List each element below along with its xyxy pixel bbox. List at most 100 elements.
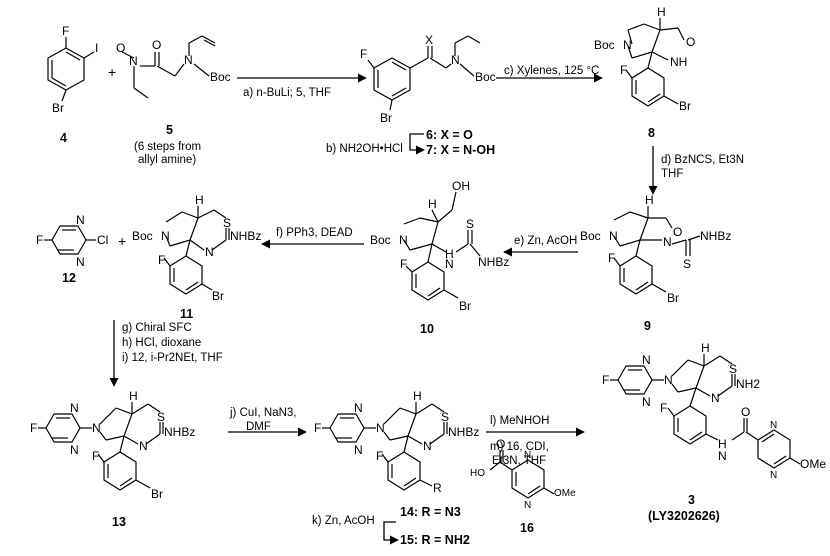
atom-o: O: [496, 437, 505, 451]
atom-n: N: [770, 420, 777, 431]
compound-14-15: F N N N H S N NHBz F R: [314, 389, 479, 495]
compound-4-label: 4: [60, 131, 67, 145]
atom-n: N: [623, 38, 632, 52]
atom-i: I: [95, 41, 98, 55]
compound-3: F N N N H S N NH2 F H N O N N OMe: [602, 341, 826, 481]
atom-nh: H: [445, 247, 454, 261]
compound-13-label: 13: [112, 515, 126, 529]
compound-5: N O O N Boc: [116, 35, 231, 99]
reagent-f: f) PPh3, DEAD: [276, 227, 353, 239]
atom-f: F: [400, 257, 407, 271]
atom-s: S: [729, 362, 737, 376]
atom-f: F: [92, 449, 99, 463]
reagent-b: b) NH2OH•HCl: [326, 143, 403, 155]
atom-o: O: [741, 405, 750, 419]
atom-n: N: [129, 54, 138, 68]
atom-h: H: [657, 5, 666, 19]
reagent-i: i) 12, i-Pr2NEt, THF: [122, 352, 223, 364]
atom-n: N: [70, 443, 79, 457]
atom-br: Br: [667, 291, 679, 305]
atom-n: N: [711, 391, 720, 405]
reagent-m-line1: m) 16, CDI,: [490, 441, 549, 453]
atom-s: S: [223, 216, 231, 230]
atom-o: O: [152, 38, 161, 52]
atom-n: N: [609, 229, 618, 243]
atom-n: N: [376, 421, 385, 435]
compound-14-label: 14: R = N3: [400, 505, 461, 519]
atom-ome: OMe: [554, 488, 576, 499]
atom-f: F: [660, 401, 667, 415]
atom-h: H: [428, 197, 437, 211]
atom-n: N: [770, 470, 777, 481]
compound-13: F N N N H S N NHBz F Br: [30, 389, 195, 501]
atom-boc: Boc: [580, 229, 601, 243]
atom-boc: Boc: [370, 233, 391, 247]
atom-nh: NH: [670, 55, 687, 69]
atom-n: N: [642, 395, 651, 409]
atom-nh: H: [718, 437, 727, 451]
reagent-j-line2: DMF: [246, 421, 271, 433]
compound-16: O HO N N OMe: [470, 437, 576, 511]
reagent-c: c) Xylenes, 125 °C: [504, 65, 599, 77]
compound-10-label: 10: [420, 322, 434, 336]
atom-h: H: [413, 389, 422, 403]
atom-ome: OMe: [800, 457, 826, 471]
atom-n: N: [663, 235, 672, 249]
reagent-l: l) MeNHOH: [490, 415, 549, 427]
atom-boc: Boc: [594, 38, 615, 52]
atom-br: Br: [380, 111, 392, 125]
atom-o: O: [116, 41, 125, 55]
atom-n: N: [139, 439, 148, 453]
compound-5-note-line2: allyl amine): [138, 154, 196, 166]
atom-nhbz: NHBz: [478, 255, 509, 269]
atom-f: F: [158, 253, 165, 267]
compound-3-name: (LY3202626): [648, 509, 720, 523]
atom-boc: Boc: [210, 70, 231, 84]
atom-h: H: [195, 193, 204, 207]
atom-n: N: [718, 449, 727, 463]
compound-6-label: 6: X = O: [426, 128, 473, 142]
atom-f: F: [36, 233, 43, 247]
reagent-k: k) Zn, AcOH: [312, 515, 375, 527]
atom-br: Br: [459, 299, 471, 313]
atom-n: N: [161, 229, 170, 243]
atom-x: X: [425, 33, 433, 47]
atom-oh: OH: [452, 179, 470, 193]
plus-sign: +: [118, 233, 126, 249]
atom-f: F: [30, 421, 37, 435]
atom-boc: Boc: [475, 70, 496, 84]
atom-n: N: [423, 439, 432, 453]
reagent-a: a) n-BuLi; 5, THF: [243, 87, 331, 99]
atom-n: N: [70, 401, 79, 415]
atom-h: H: [129, 389, 138, 403]
atom-n: N: [642, 353, 651, 367]
reagent-d-line1: d) BzNCS, Et3N: [661, 154, 744, 166]
atom-f: F: [602, 373, 609, 387]
atom-s: S: [441, 410, 449, 424]
atom-nhbz: NHBz: [448, 425, 479, 439]
compound-11: H S N NHBz N Boc F Br: [132, 193, 261, 303]
compound-15-label: 15: R = NH2: [400, 533, 470, 547]
atom-nhbz: NHBz: [700, 229, 731, 243]
atom-f: F: [314, 421, 321, 435]
reagent-m-line2: Et3N, THF: [492, 455, 546, 467]
atom-cl: Cl: [97, 233, 108, 247]
compound-9-label: 9: [644, 319, 651, 333]
compound-5-note-line1: (6 steps from: [134, 141, 201, 153]
atom-n: N: [445, 257, 454, 271]
compound-3-label: 3: [688, 493, 695, 507]
atom-nh2: NH2: [736, 377, 760, 391]
atom-f: F: [608, 251, 615, 265]
atom-boc: Boc: [132, 229, 153, 243]
compound-6-7: F X N Boc Br: [360, 33, 496, 125]
reagent-g: g) Chiral SFC: [122, 322, 192, 334]
atom-n: N: [354, 443, 363, 457]
atom-n: N: [76, 255, 85, 269]
reagent-j-line1: j) CuI, NaN3,: [229, 407, 296, 419]
compound-16-label: 16: [520, 521, 534, 535]
atom-f: F: [62, 24, 69, 38]
atom-n: N: [524, 500, 531, 511]
reagent-h: h) HCl, dioxane: [122, 337, 201, 349]
atom-s: S: [466, 217, 474, 231]
